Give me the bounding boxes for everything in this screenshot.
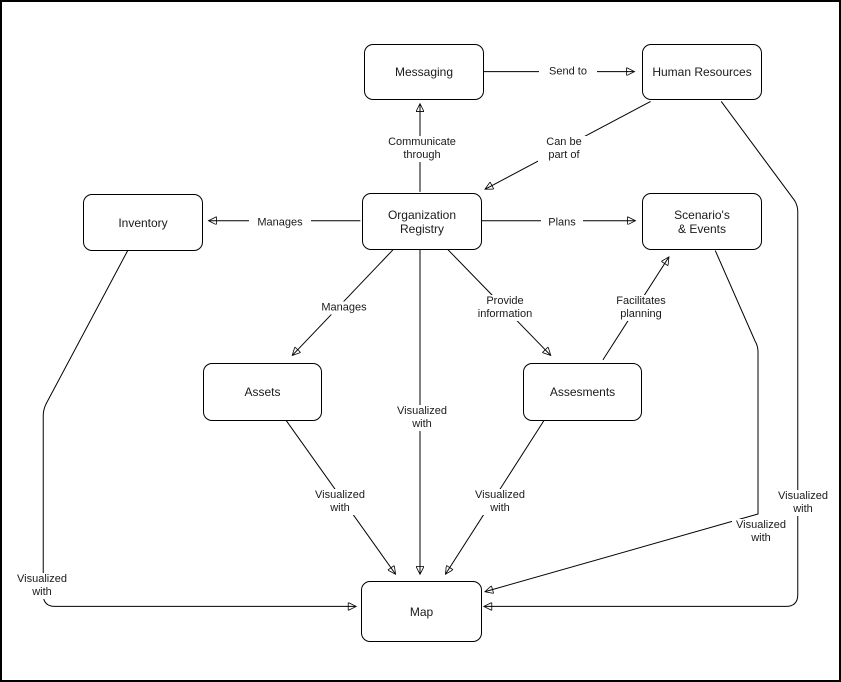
node-inventory[interactable]: Inventory [83,194,203,251]
edge-label-send-to[interactable]: Send to [539,65,597,79]
edge-label-manages-inventory[interactable]: Manages [249,216,311,230]
edge-label-communicate-through[interactable]: Communicate through [376,136,468,162]
edge-label-visualized-org-map[interactable]: Visualized with [393,405,451,431]
node-assets-label: Assets [244,385,281,399]
node-organization-registry[interactable]: Organization Registry [362,193,482,250]
edge-label-provide-information[interactable]: Provide information [472,295,538,321]
node-messaging[interactable]: Messaging [364,44,484,100]
node-inventory-label: Inventory [118,215,168,230]
node-map[interactable]: Map [361,581,482,642]
node-assets[interactable]: Assets [203,363,322,421]
edge-label-visualized-hr-map[interactable]: Visualized with [774,490,832,516]
edge-visualized-hr-map[interactable] [485,101,799,606]
edge-label-plans[interactable]: Plans [541,216,583,230]
edge-label-visualized-assesments-map[interactable]: Visualized with [471,489,529,515]
node-scenarios-events[interactable]: Scenario's & Events [642,193,762,250]
edge-label-facilitates-planning[interactable]: Facilitates planning [610,295,672,321]
edge-label-visualized-inventory-map[interactable]: Visualized with [13,573,71,599]
edge-visualized-inventory-map[interactable] [42,250,355,607]
node-human-resources[interactable]: Human Resources [642,44,762,100]
node-map-label: Map [409,604,434,619]
edge-visualized-scenarios-map[interactable] [486,250,759,592]
node-scenarios-events-label: Scenario's & Events [674,207,730,236]
edge-label-can-be-part-of[interactable]: Can be part of [538,136,590,162]
node-organization-registry-label: Organization Registry [387,207,457,236]
node-assesments[interactable]: Assesments [523,363,642,421]
node-human-resources-label: Human Resources [652,65,752,79]
edge-label-visualized-assets-map[interactable]: Visualized with [311,489,369,515]
node-assesments-label: Assesments [549,385,616,399]
edge-label-manages-assets[interactable]: Manages [313,301,375,315]
node-messaging-label: Messaging [394,65,454,79]
edge-label-visualized-scenarios-map[interactable]: Visualized with [732,519,790,545]
